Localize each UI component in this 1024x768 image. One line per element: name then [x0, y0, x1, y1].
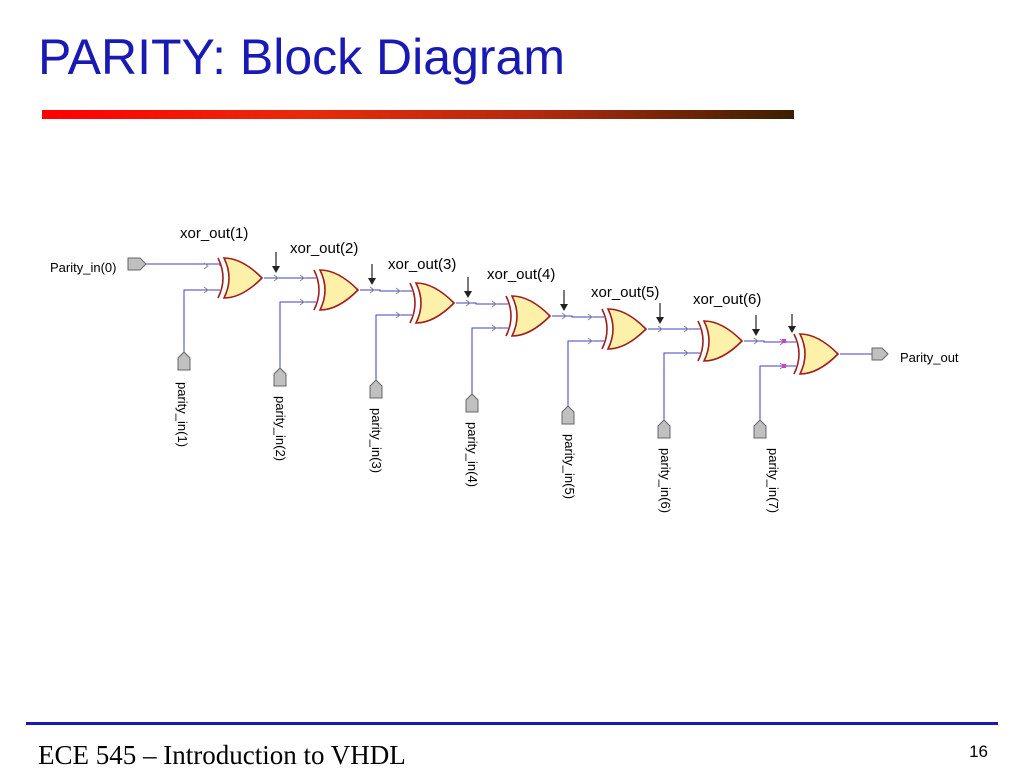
- wire: [183, 289, 220, 352]
- parity-input-label: parity_in(4): [465, 422, 480, 487]
- wire-marker: [395, 287, 401, 295]
- wire-marker: [465, 299, 471, 307]
- signal-arrowhead: [368, 278, 376, 285]
- wire: [456, 302, 508, 305]
- signal-arrowhead: [272, 266, 280, 273]
- signal-label: xor_out(4): [487, 266, 555, 283]
- footer-text: ECE 545 – Introduction to VHDL: [38, 740, 406, 768]
- wire-marker: [753, 337, 759, 345]
- connection-dot: [782, 339, 786, 343]
- xor-gate: [606, 308, 648, 350]
- wire-marker: [369, 286, 375, 294]
- signal-label: xor_out(2): [290, 240, 358, 257]
- wire: [471, 327, 508, 394]
- xor-gate: [222, 257, 264, 299]
- xor-gate-input-arc: [793, 333, 800, 375]
- wire: [759, 365, 796, 420]
- parity-input-label: parity_in(1): [175, 382, 190, 447]
- xor-gate-input-arc: [505, 295, 512, 337]
- input-port-shape: [127, 257, 147, 271]
- parity-input-port-shape: [177, 351, 191, 371]
- parity-input-label: parity_in(3): [369, 408, 384, 473]
- xor-gate: [798, 333, 840, 375]
- xor-gate-input-arc: [601, 308, 608, 350]
- parity-input-port-shape: [369, 379, 383, 399]
- wire-marker: [273, 274, 279, 282]
- wire: [146, 263, 221, 266]
- parity-input-label: parity_in(7): [766, 448, 781, 513]
- wire-marker: [395, 311, 401, 319]
- xor-gate: [702, 320, 744, 362]
- wire-marker: [203, 262, 209, 270]
- signal-label: xor_out(1): [180, 225, 248, 242]
- slide-title: PARITY: Block Diagram: [38, 29, 566, 85]
- parity-input-label: parity_in(5): [562, 434, 577, 499]
- wire: [663, 352, 700, 420]
- wire-marker: [299, 298, 305, 306]
- wire-marker: [683, 349, 689, 357]
- footer-divider: [26, 722, 998, 725]
- signal-arrowhead: [464, 291, 472, 298]
- title-underline: [42, 110, 794, 119]
- wire-marker: [203, 286, 209, 294]
- signal-arrowhead: [656, 317, 664, 324]
- xor-gate-input-arc: [313, 269, 320, 311]
- wire-marker: [657, 325, 663, 333]
- parity-input-port-shape: [465, 393, 479, 413]
- xor-gate-input-arc: [697, 320, 704, 362]
- input-port-label: Parity_in(0): [50, 260, 116, 275]
- wire-marker: [299, 274, 305, 282]
- xor-gate: [414, 282, 456, 324]
- output-port-shape: [871, 347, 889, 361]
- signal-arrowhead: [752, 329, 760, 336]
- parity-input-port-shape: [753, 419, 767, 439]
- signal-label: xor_out(5): [591, 284, 659, 301]
- wire-marker: [491, 300, 497, 308]
- wire: [744, 340, 796, 343]
- parity-input-port-shape: [657, 419, 671, 439]
- parity-input-label: parity_in(2): [273, 396, 288, 461]
- xor-gate-input-arc: [217, 257, 224, 299]
- wire-marker: [587, 313, 593, 321]
- wire: [375, 314, 412, 380]
- parity-input-label: parity_in(6): [658, 448, 673, 513]
- signal-arrowhead: [788, 326, 796, 333]
- wire: [279, 301, 316, 368]
- xor-gate-input-arc: [409, 282, 416, 324]
- xor-gate: [510, 295, 552, 337]
- wire-marker: [491, 324, 497, 332]
- wire-marker: [587, 337, 593, 345]
- connection-dot: [782, 364, 786, 368]
- xor-gate: [318, 269, 360, 311]
- wire: [567, 340, 604, 406]
- page-number: 16: [969, 742, 988, 761]
- wire: [360, 289, 412, 292]
- signal-label: xor_out(6): [693, 291, 761, 308]
- parity-input-port-shape: [561, 405, 575, 425]
- parity-input-port-shape: [273, 367, 287, 387]
- signal-arrowhead: [560, 304, 568, 311]
- wire-marker: [683, 325, 689, 333]
- signal-label: xor_out(3): [388, 256, 456, 273]
- output-port-label: Parity_out: [900, 350, 959, 365]
- wire: [552, 315, 604, 318]
- wire-marker: [561, 312, 567, 320]
